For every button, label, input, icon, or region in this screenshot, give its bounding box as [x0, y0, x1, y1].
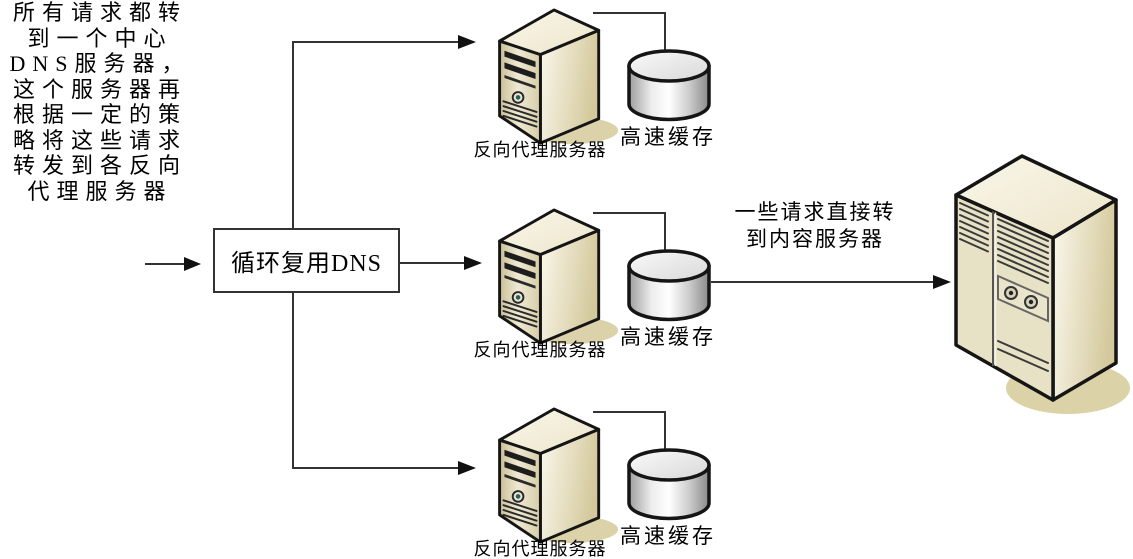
dns-node: 循环复用DNS — [213, 228, 400, 293]
left-note-line: 略将这些请求 — [12, 127, 187, 153]
left-note-line: 到一个中心 — [27, 25, 173, 51]
cache-label: 高速缓存 — [620, 524, 716, 548]
cache-cylinder-icon — [627, 249, 711, 322]
dns-node-label: 循环复用DNS — [230, 251, 382, 277]
cache-cylinder-icon — [627, 49, 711, 122]
arrow-dns-to-top-proxy — [292, 41, 459, 228]
left-note-line: DNS服务器， — [9, 51, 191, 76]
proxy-server-label: 反向代理服务器 — [473, 539, 607, 559]
left-note-line: 所有请求都转 — [12, 0, 187, 25]
cache-label: 高速缓存 — [620, 125, 716, 149]
annotation-line: 到内容服务器 — [746, 227, 884, 251]
annotation-line: 一些请求直接转 — [734, 200, 896, 224]
left-note-line: 转发到各反向 — [12, 153, 187, 178]
connector-bottom-server-cache — [593, 411, 666, 449]
proxy-server-label: 反向代理服务器 — [473, 140, 607, 160]
cache-label: 高速缓存 — [620, 325, 716, 349]
left-note: 所有请求都转 到一个中心 DNS服务器， 这个服务器再 根据一定的策 略将这些请… — [0, 0, 200, 204]
connector-middle-server-cache — [593, 212, 666, 250]
arrow-dns-to-bottom-proxy — [292, 293, 459, 469]
left-note-line: 这个服务器再 — [12, 76, 187, 102]
direct-request-annotation: 一些请求直接转 到内容服务器 — [710, 199, 920, 253]
connector-top-server-cache — [593, 12, 666, 50]
cache-cylinder-icon — [627, 448, 711, 521]
proxy-server-label: 反向代理服务器 — [473, 340, 607, 360]
content-server-icon — [954, 154, 1132, 416]
left-note-line: 代理服务器 — [27, 178, 173, 204]
arrow-heads — [184, 35, 951, 475]
left-note-line: 根据一定的策 — [12, 102, 187, 127]
